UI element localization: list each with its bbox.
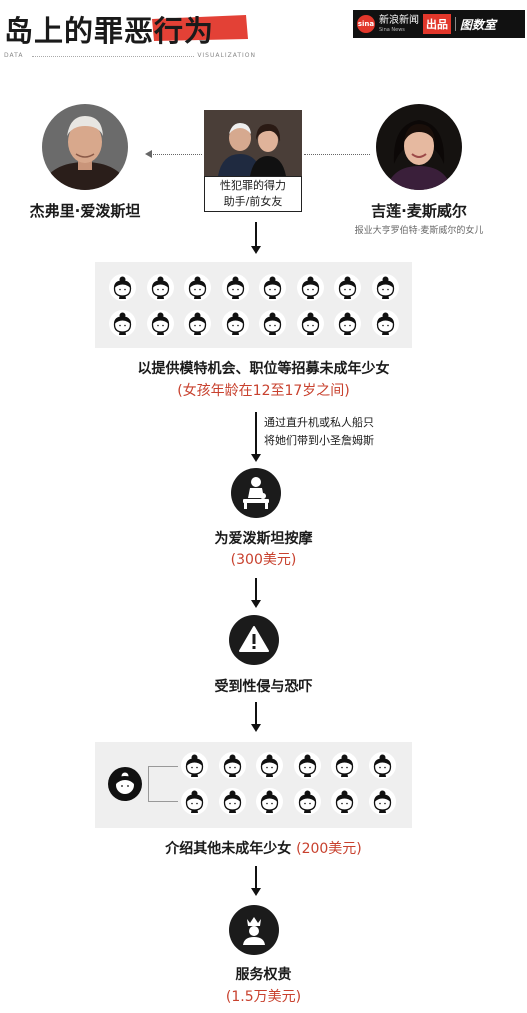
girl-face-icon — [181, 788, 208, 815]
refer-price: (200美元) — [296, 841, 362, 857]
girl-face-icon — [368, 788, 396, 815]
sina-brand-cn: 新浪新闻 — [379, 14, 419, 26]
sina-brand: 新浪新闻 Sina News — [379, 14, 419, 33]
girl-face-icon — [109, 310, 136, 337]
girl-face-icon — [334, 310, 361, 337]
maxwell-portrait — [376, 104, 462, 190]
refer-text: 介绍其他未成年少女 — [165, 841, 292, 857]
center-label-line2: 助手/前女友 — [223, 195, 283, 208]
girl-face-icon — [146, 274, 174, 301]
serve-price: (1.5万美元) — [225, 989, 302, 1005]
dotted-rule — [32, 56, 194, 57]
dotted-arrow-left — [150, 154, 202, 155]
flow-arrow-5 — [251, 866, 261, 896]
epstein-portrait — [42, 104, 128, 190]
recruited-girls-panel — [95, 262, 412, 348]
sina-logo-icon: sina — [357, 15, 375, 33]
epstein-name: 杰弗里·爱泼斯坦 — [29, 202, 141, 220]
girl-face-icon — [221, 310, 249, 337]
dotted-arrow-right — [304, 154, 370, 155]
page-title: 岛上的罪恶行为 — [4, 14, 215, 48]
flow-arrow-4 — [251, 702, 261, 732]
serve-text: 服务权贵 — [235, 967, 292, 983]
girl-face-icon — [218, 752, 246, 779]
flow-arrow-2 — [251, 412, 261, 462]
girl-face-icon — [368, 752, 396, 779]
girl-face-icon — [218, 788, 246, 815]
recruiter-girl-icon — [108, 767, 142, 801]
girl-face-icon — [221, 274, 249, 301]
title-highlight — [152, 15, 248, 41]
transport-note: 通过直升机或私人船只 将她们带到小圣詹姆斯 — [264, 414, 374, 450]
shushi-logo: 图数室 — [460, 17, 497, 32]
girl-face-icon — [293, 788, 321, 815]
girl-face-icon — [296, 274, 324, 301]
massage-icon — [231, 468, 281, 518]
flow-arrow-3 — [251, 578, 261, 608]
massage-text: 为爱泼斯坦按摩 — [214, 531, 313, 547]
referral-bracket — [148, 766, 178, 802]
girl-face-icon — [184, 310, 211, 337]
recruit-text: 以提供模特机会、职位等招募未成年少女 — [137, 361, 390, 377]
girl-face-icon — [256, 752, 283, 779]
girl-face-icon — [334, 274, 361, 301]
chupin-badge: 出品 — [423, 14, 451, 34]
flow-arrow-1 — [251, 222, 261, 254]
massage-price: (300美元) — [230, 552, 297, 568]
sina-brand-en: Sina News — [379, 26, 405, 33]
girl-face-icon — [331, 752, 358, 779]
refer-line: 介绍其他未成年少女 (200美元) — [0, 838, 527, 858]
girl-face-icon — [331, 788, 358, 815]
girl-face-icon — [371, 274, 399, 301]
girl-face-icon — [296, 310, 324, 337]
arrowhead-left-icon — [145, 150, 152, 158]
recruit-age-text: (女孩年龄在12至17岁之间) — [177, 383, 350, 399]
center-label-box: 性犯罪的得力 助手/前女友 — [204, 176, 302, 212]
girl-face-icon — [259, 310, 286, 337]
divider — [455, 17, 456, 31]
girl-face-icon — [146, 310, 174, 337]
center-photo — [204, 110, 302, 176]
girl-face-icon — [259, 274, 286, 301]
publisher-bar: sina 新浪新闻 Sina News 出品 图数室 — [353, 10, 525, 38]
transport-note-line2: 将她们带到小圣詹姆斯 — [264, 434, 374, 447]
girl-face-icon — [184, 274, 211, 301]
data-visualization-rule: DATA VISUALIZATION — [4, 52, 256, 62]
abuse-text: 受到性侵与恐吓 — [214, 679, 313, 695]
girl-face-icon — [371, 310, 399, 337]
girl-face-icon — [181, 752, 208, 779]
referred-girls-panel — [95, 742, 412, 828]
warning-icon — [229, 615, 279, 665]
data-tag: DATA — [4, 52, 24, 59]
maxwell-name: 吉莲·麦斯威尔 — [371, 202, 467, 220]
transport-note-line1: 通过直升机或私人船只 — [264, 416, 374, 429]
center-label-line1: 性犯罪的得力 — [220, 179, 286, 192]
girl-face-icon — [256, 788, 283, 815]
girl-face-icon — [293, 752, 321, 779]
girl-face-icon — [109, 274, 136, 301]
crown-person-icon — [229, 905, 279, 955]
maxwell-description: 报业大亨罗伯特·麦斯威尔的女儿 — [354, 226, 484, 236]
visualization-tag: VISUALIZATION — [197, 52, 256, 59]
